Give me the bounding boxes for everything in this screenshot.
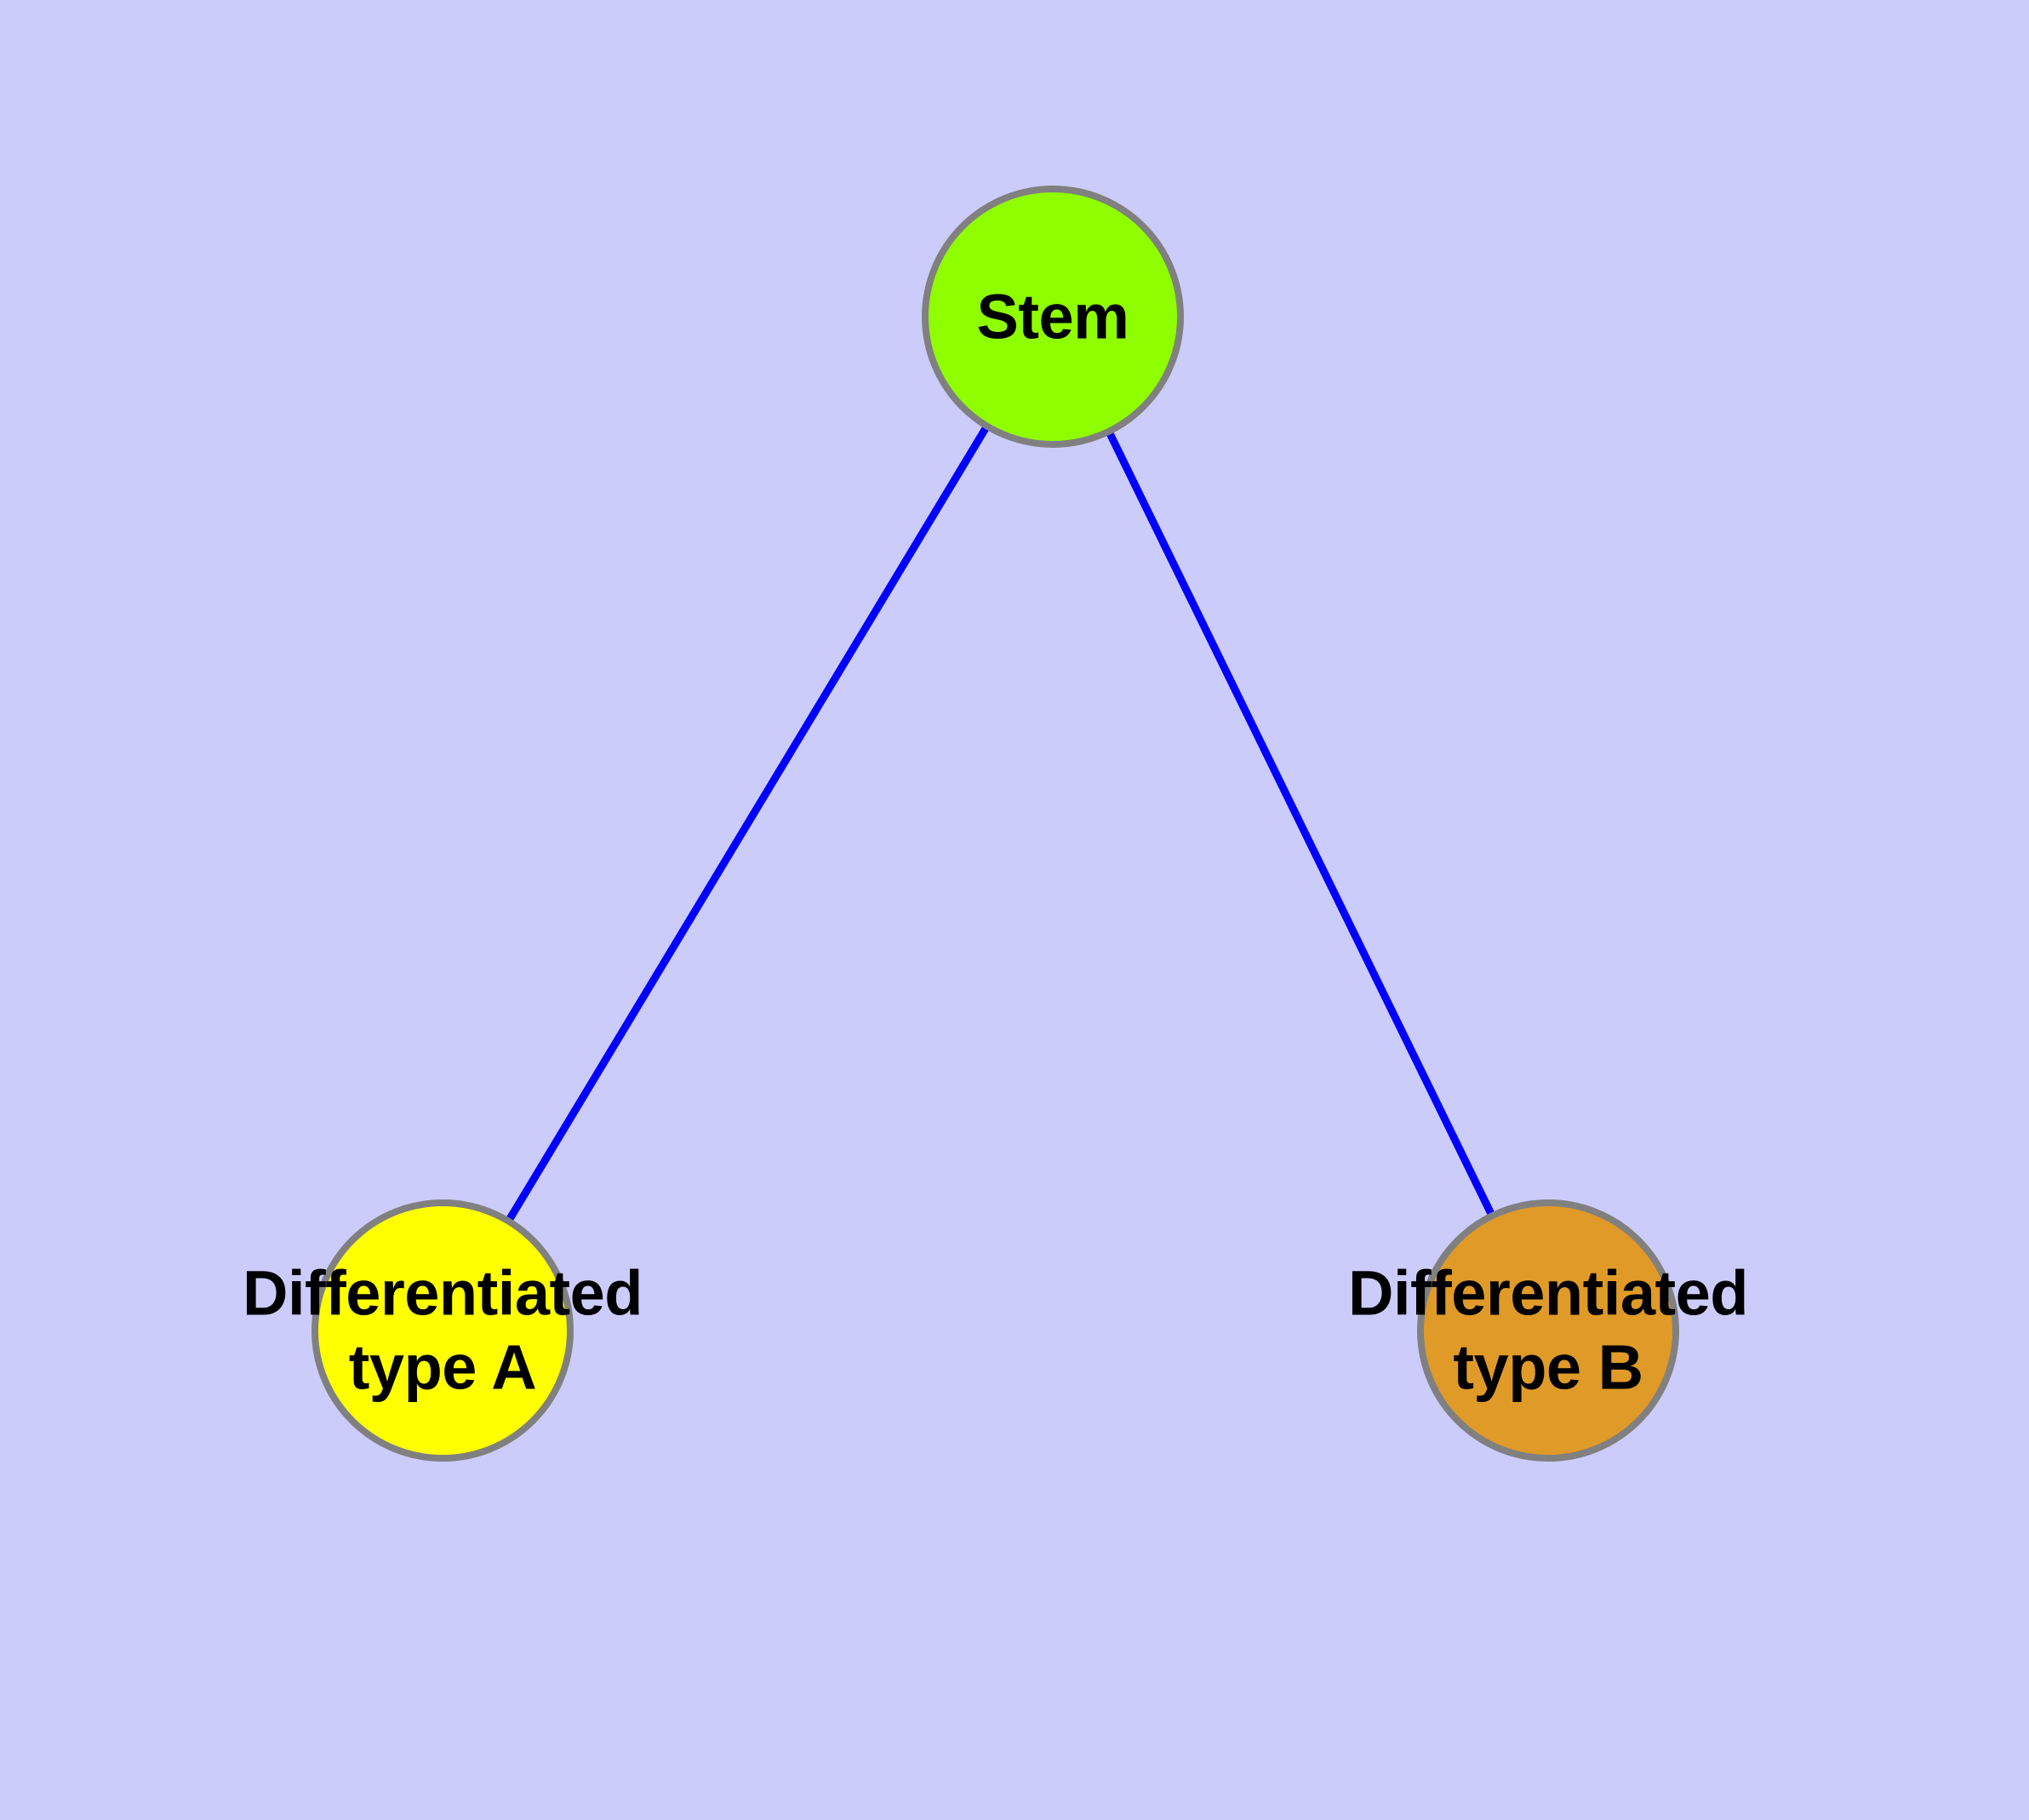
node-circle-diff_b[interactable] [1417, 1199, 1679, 1462]
edge-stem-diff-b [1049, 315, 1552, 1332]
edge-stem-diff-a [439, 314, 1056, 1333]
nodes-layer [311, 186, 1679, 1462]
node-circle-stem[interactable] [922, 186, 1184, 448]
edges-layer [439, 314, 1552, 1333]
node-circle-diff_a[interactable] [311, 1199, 574, 1462]
